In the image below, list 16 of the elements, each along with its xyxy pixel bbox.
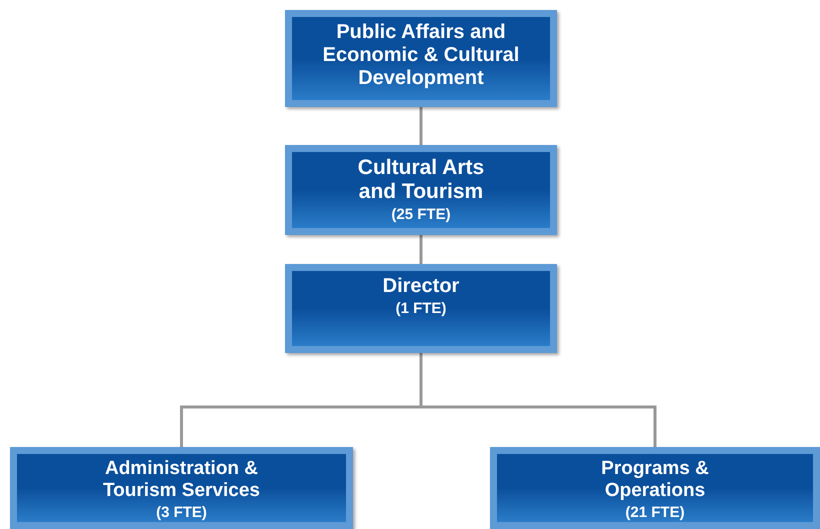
box-title: Public Affairs and Economic & Cultural Development <box>322 21 520 90</box>
connector-line <box>420 235 422 264</box>
box-title: Programs & Operations <box>600 458 710 502</box>
fte-count: (3 FTE) <box>155 504 208 521</box>
org-box <box>285 145 557 235</box>
org-box <box>285 10 557 107</box>
fte-count: (1 FTE) <box>394 300 448 318</box>
box-title: Cultural Arts and Tourism <box>356 156 486 204</box>
connector-line <box>420 107 422 145</box>
fte-count: (25 FTE) <box>390 206 452 224</box>
box-title: Administration & Tourism Services <box>102 458 261 502</box>
org-box <box>490 447 820 529</box>
org-box <box>10 447 353 529</box>
box-title: Director <box>382 275 460 298</box>
fte-count: (21 FTE) <box>624 504 686 521</box>
org-box <box>285 264 557 353</box>
